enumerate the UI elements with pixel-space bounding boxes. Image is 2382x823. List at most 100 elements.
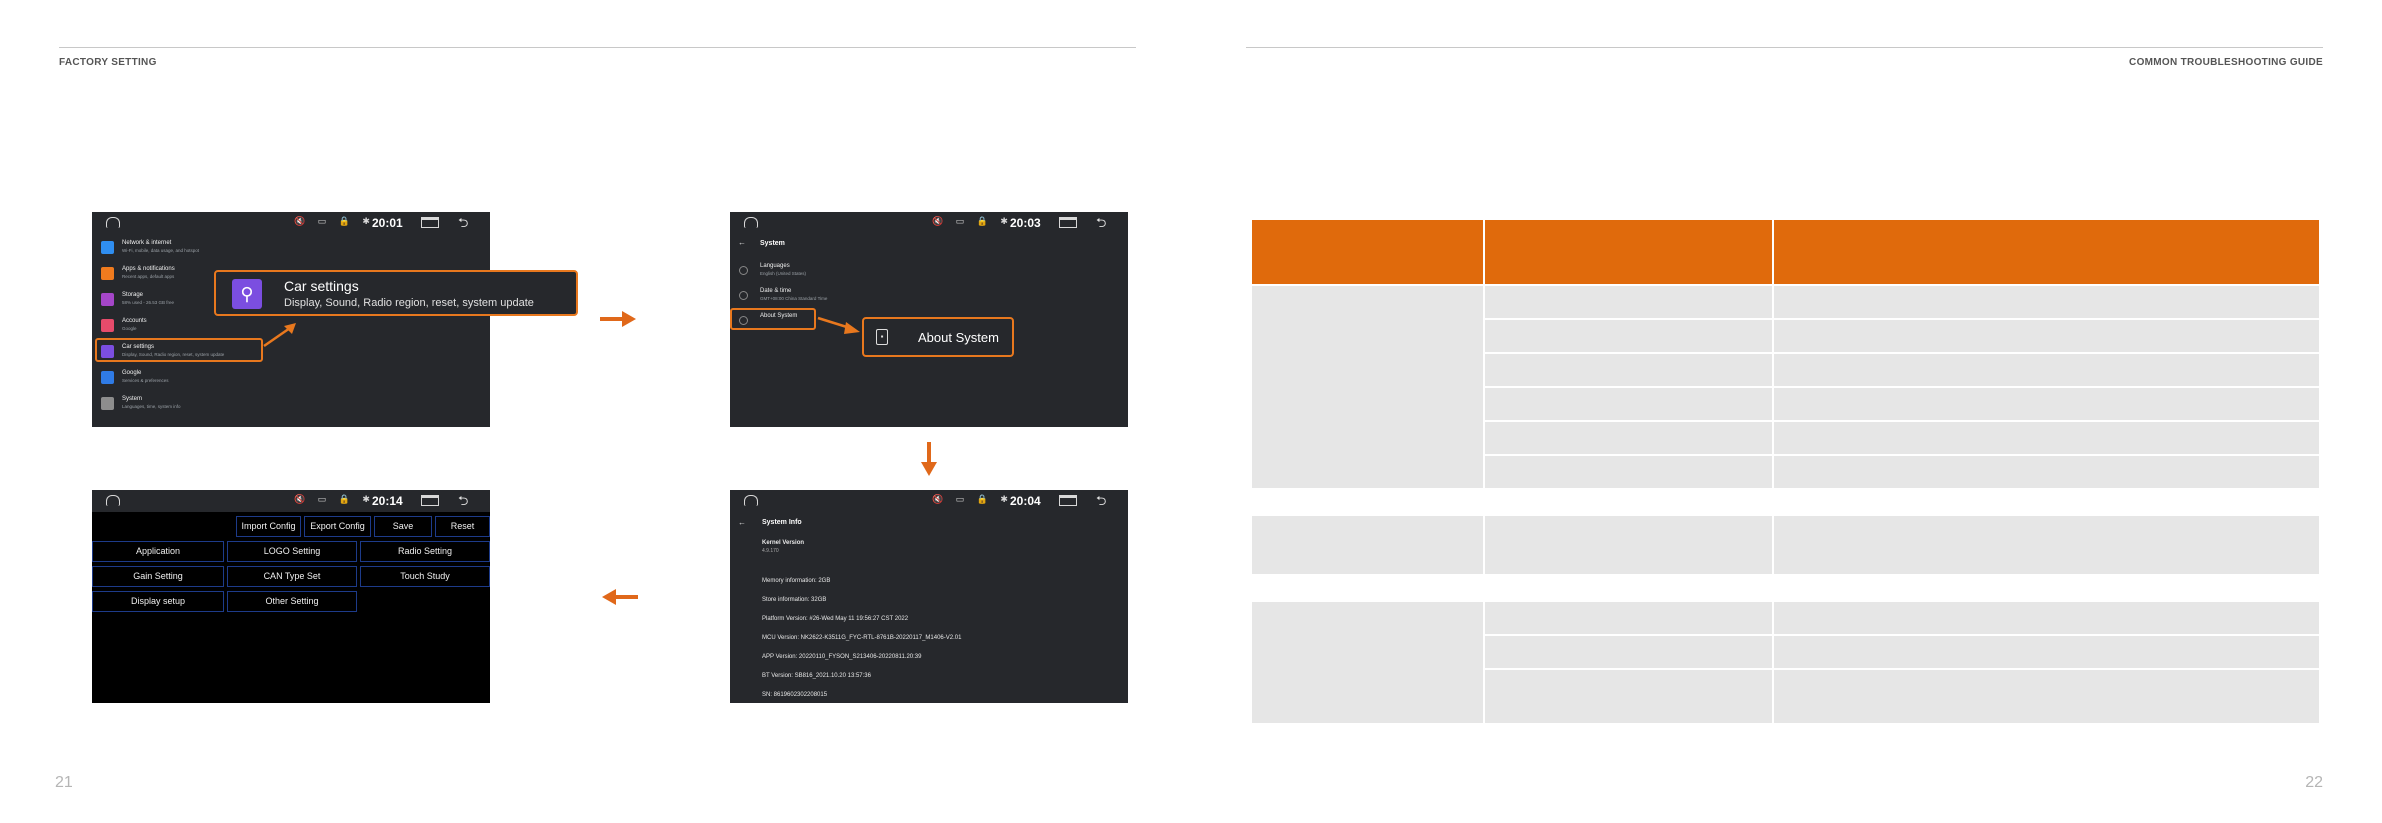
system-item-subtitle: GMT+08:00 China Standard Time <box>760 296 828 301</box>
can-type-set-button[interactable]: CAN Type Set <box>227 566 357 587</box>
table-row <box>1251 420 2321 456</box>
settings-item-title: Storage <box>122 292 144 298</box>
settings-item-title: Google <box>122 370 142 376</box>
system-item-icon <box>739 266 748 275</box>
settings-item-subtitle: 58% used - 26.53 GB free <box>122 300 175 305</box>
flow-arrow-left <box>602 589 638 605</box>
header-rule <box>1246 47 2323 48</box>
flow-arrow-right <box>600 311 636 327</box>
table-cell <box>1772 386 2321 422</box>
system-item-title: Languages <box>760 263 790 269</box>
table-row <box>1250 284 2321 490</box>
home-icon <box>106 217 120 228</box>
table-cell <box>1483 454 1774 490</box>
clock: 20:01 <box>372 216 403 230</box>
settings-item-title: Accounts <box>122 318 147 324</box>
pointer-arrow <box>817 316 860 334</box>
screenshot-factory-setting: 🔇 ▭ 🔒 ✱ 20:14 ⮌ Import Config Export Con… <box>92 490 490 703</box>
export-config-button[interactable]: Export Config <box>304 516 371 537</box>
table-row <box>1251 668 2321 725</box>
settings-item-icon <box>101 293 114 306</box>
serial-number: SN: 8619602302208015 <box>762 692 828 698</box>
system-item-icon <box>739 291 748 300</box>
table-header-cell <box>1483 218 1774 286</box>
table-cell <box>1772 600 2321 636</box>
car-settings-icon: ⚲ <box>232 279 262 309</box>
save-button[interactable]: Save <box>374 516 432 537</box>
system-item-subtitle: English (United States) <box>760 271 807 276</box>
back-icon: ⮌ <box>1096 493 1107 508</box>
settings-item-subtitle: Languages, time, system info <box>122 404 181 409</box>
status-icons: 🔇 ▭ 🔒 ✱ <box>294 494 375 504</box>
back-icon: ⮌ <box>458 215 469 230</box>
logo-setting-button[interactable]: LOGO Setting <box>227 541 357 562</box>
table-row <box>1251 634 2321 670</box>
highlight-car-settings <box>95 338 263 362</box>
import-config-button[interactable]: Import Config <box>236 516 301 537</box>
callout-title: Car settings <box>284 278 359 294</box>
table-header-cell <box>1250 218 1485 286</box>
clock: 20:14 <box>372 494 403 508</box>
screen-title: System <box>760 240 785 247</box>
other-setting-button[interactable]: Other Setting <box>227 591 357 612</box>
page-header: FACTORY SETTING <box>59 57 157 68</box>
gain-setting-button[interactable]: Gain Setting <box>92 566 224 587</box>
table-cell <box>1483 284 1774 320</box>
radio-setting-button[interactable]: Radio Setting <box>360 541 490 562</box>
table-cell <box>1772 284 2321 320</box>
recents-icon <box>1059 495 1077 506</box>
system-item-icon <box>739 316 748 325</box>
highlight-about-system <box>730 308 816 330</box>
table-cell <box>1250 574 2321 602</box>
table-row <box>1250 600 2321 725</box>
status-bar: 🔇 ▭ 🔒 ✱ 20:14 ⮌ <box>92 490 490 512</box>
settings-item-icon <box>101 319 114 332</box>
home-icon <box>744 217 758 228</box>
table-cell <box>1772 514 2321 576</box>
platform-version: Platform Version: #26-Wed May 11 19:56:2… <box>762 616 909 622</box>
settings-item-icon <box>101 397 114 410</box>
table-cell <box>1483 600 1774 636</box>
screenshot-system-info: 🔇 ▭ 🔒 ✱ 20:04 ⮌ ← System Info Kernel Ver… <box>730 490 1128 703</box>
kernel-label: Kernel Version <box>762 540 805 546</box>
table-cell <box>1772 352 2321 388</box>
system-item-title: Date & time <box>760 288 792 294</box>
status-bar: 🔇 ▭ 🔒 ✱ 20:01 ⮌ <box>92 212 490 234</box>
display-setup-button[interactable]: Display setup <box>92 591 224 612</box>
table-row <box>1251 318 2321 354</box>
settings-item-title: Car settings <box>122 344 155 350</box>
callout-about-system: ▪ About System <box>862 317 1014 357</box>
page-number: 21 <box>55 774 73 791</box>
table-row <box>1251 352 2321 388</box>
settings-item-icon <box>101 371 114 384</box>
home-icon <box>106 495 120 506</box>
table-cell <box>1250 488 2321 516</box>
settings-item-subtitle: Google <box>122 326 137 331</box>
back-icon: ⮌ <box>458 493 469 508</box>
left-page: FACTORY SETTING 21 🔇 ▭ 🔒 ✱ 20:01 ⮌ Netwo… <box>55 47 1136 791</box>
table-cell <box>1772 318 2321 354</box>
recents-icon <box>421 217 439 228</box>
table-cell <box>1250 600 1485 725</box>
home-icon <box>744 495 758 506</box>
status-icons: 🔇 ▭ 🔒 ✱ <box>294 216 375 226</box>
settings-item-title: Network & internet <box>122 240 172 246</box>
phone-info-icon: ▪ <box>876 329 888 345</box>
troubleshooting-table <box>1250 218 2321 725</box>
status-icons: 🔇 ▭ 🔒 ✱ <box>932 494 1013 504</box>
mcu-version: MCU Version: NK2622-K3511G_FYC-RTL-8761B… <box>762 635 962 641</box>
clock: 20:04 <box>1010 494 1041 508</box>
table-cell <box>1772 668 2321 725</box>
callout-title: About System <box>918 330 999 345</box>
status-icons: 🔇 ▭ 🔒 ✱ <box>932 216 1013 226</box>
table-spacer <box>1250 574 2321 602</box>
application-button[interactable]: Application <box>92 541 224 562</box>
settings-item-title: System <box>122 396 143 402</box>
table-cell <box>1483 386 1774 422</box>
reset-button[interactable]: Reset <box>435 516 490 537</box>
table-cell <box>1772 634 2321 670</box>
kernel-value: 4.9.170 <box>762 548 779 554</box>
touch-study-button[interactable]: Touch Study <box>360 566 490 587</box>
table-cell <box>1483 318 1774 354</box>
